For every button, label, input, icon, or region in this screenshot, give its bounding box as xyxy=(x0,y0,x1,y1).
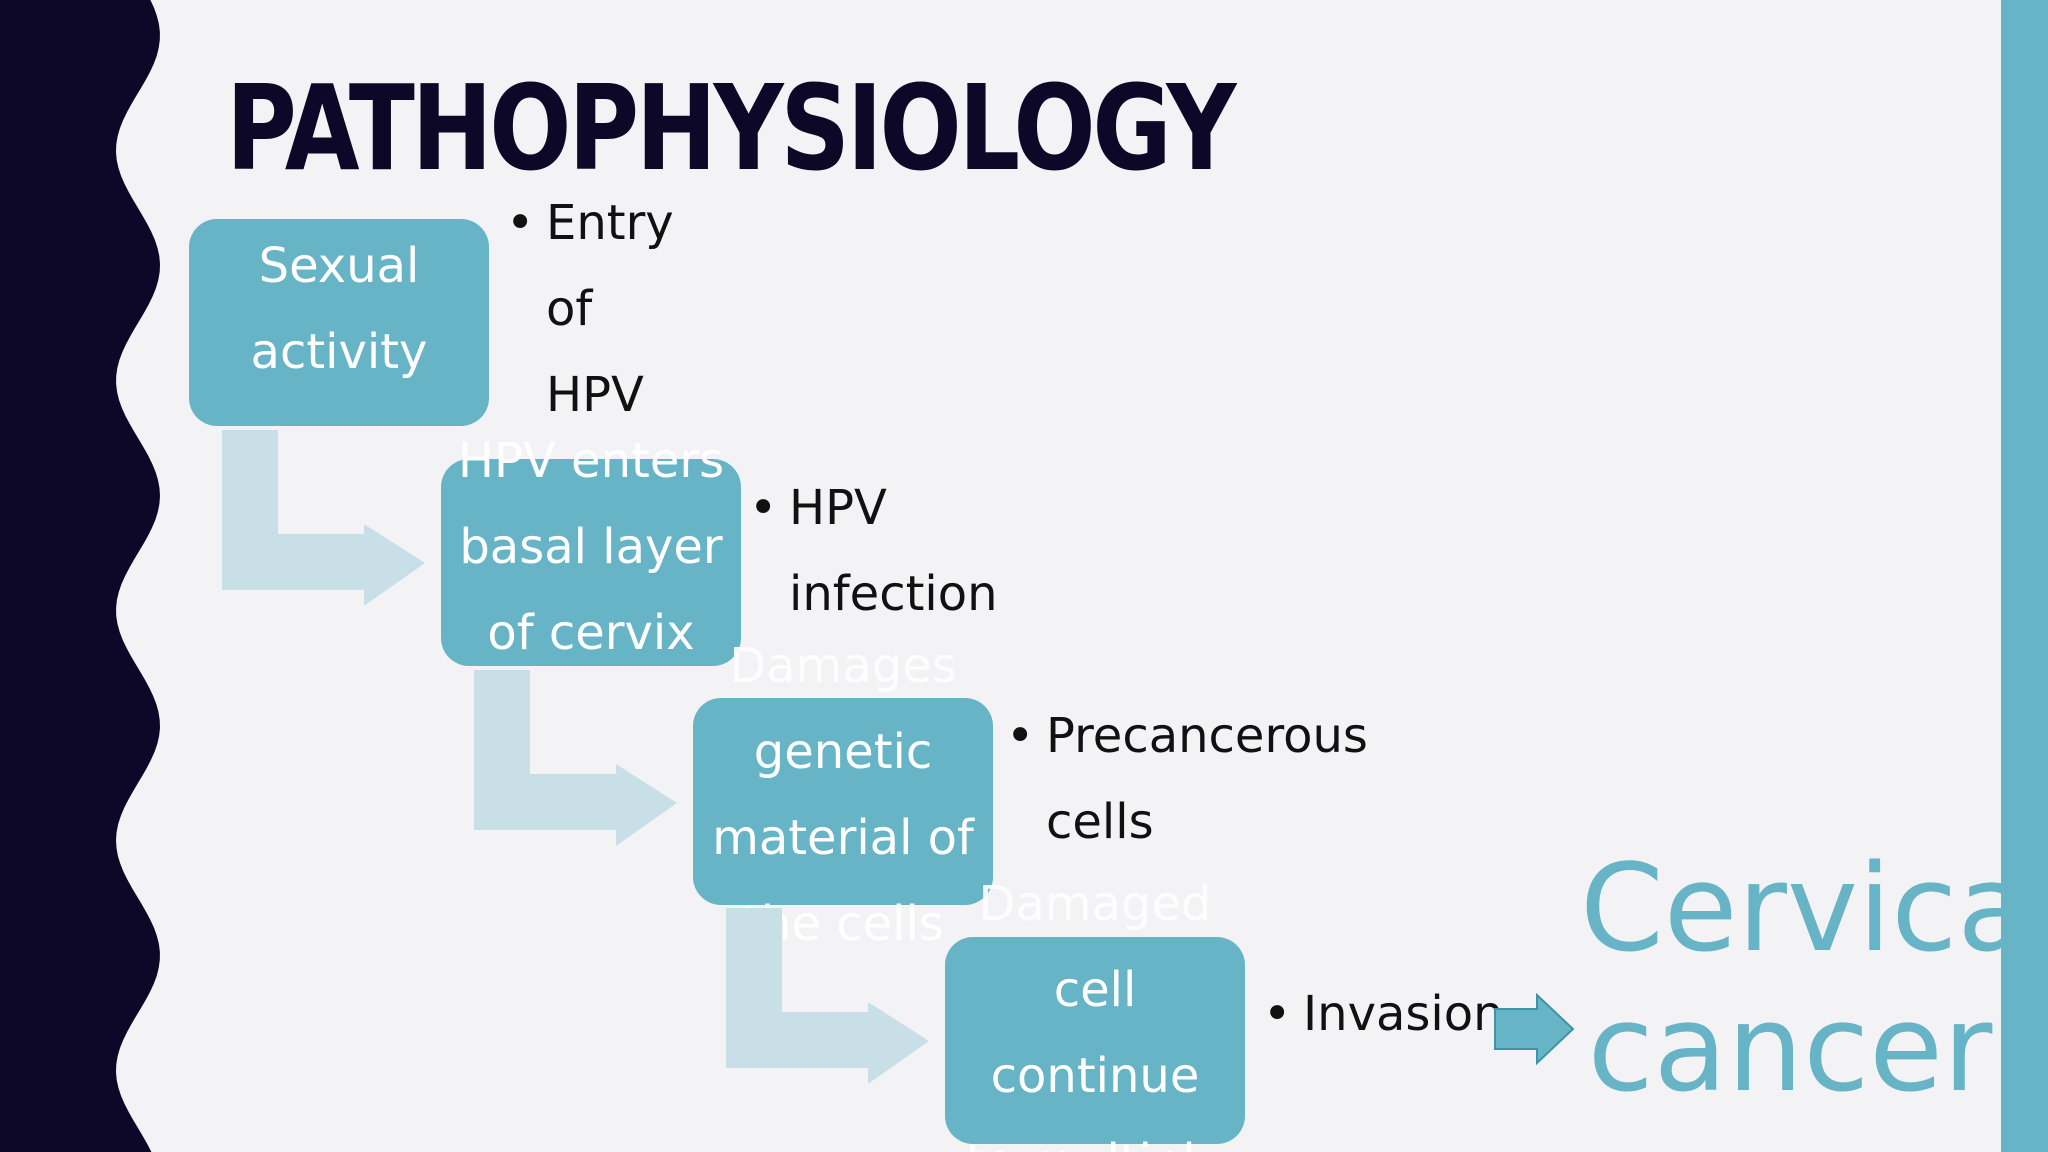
step-4-box: Damaged cell continue to multiply xyxy=(945,876,1245,1152)
step-4-line-4: to multiply xyxy=(945,1119,1245,1152)
step-3-line-2: genetic xyxy=(753,724,933,780)
left-band-shape xyxy=(0,0,160,1152)
left-wavy-band xyxy=(0,0,160,1152)
step-2-line-3: of cervix xyxy=(487,605,695,661)
step-4-line-3: continue xyxy=(990,1048,1200,1104)
step-1-box: Sexual activity xyxy=(189,219,489,426)
step-4-bullet-text: Invasion xyxy=(1303,971,1504,1057)
step-1-bullet-line-2: of xyxy=(546,281,593,337)
outcome-line-2: cancer xyxy=(1587,980,1993,1119)
connector-arrow-3-shape xyxy=(726,908,929,1084)
right-accent-band xyxy=(2001,0,2048,1152)
step-3-bullet-line-1: Precancerous xyxy=(1046,708,1368,764)
page-title: PATHOPHYSIOLOGY xyxy=(226,59,1236,197)
connector-arrow-1 xyxy=(222,430,425,606)
connector-arrow-1-shape xyxy=(222,430,425,606)
step-3-bullet-line-2: cells xyxy=(1046,794,1154,850)
step-2-bullet-text: HPV infection xyxy=(789,465,998,637)
step-2-line-2: basal layer xyxy=(459,519,723,575)
step-1-bullet-line-1: Entry xyxy=(546,195,674,251)
bullet-dot: • xyxy=(1006,708,1035,764)
step-4-bullet-line-1: Invasion xyxy=(1303,986,1504,1042)
bullet-dot: • xyxy=(506,195,535,251)
step-2-box: HPV enters basal layer of cervix xyxy=(441,433,741,666)
step-3-line-1: Damages xyxy=(729,638,957,694)
step-4-line-1: Damaged xyxy=(978,876,1212,932)
connector-arrow-2-shape xyxy=(474,670,677,846)
connector-arrow-2 xyxy=(474,670,677,846)
step-1-bullet-text: Entry of HPV xyxy=(546,180,674,438)
step-1-line-2: activity xyxy=(250,324,428,380)
bullet-dot: • xyxy=(749,480,778,536)
step-1-bullet-line-3: HPV xyxy=(546,367,644,423)
step-3-bullet-text: Precancerous cells xyxy=(1046,693,1368,865)
step-4-line-2: cell xyxy=(1053,962,1137,1018)
step-3-box: Damages genetic material of the cells xyxy=(693,638,993,952)
step-3-line-3: material of xyxy=(712,810,974,866)
outcome-line-1: Cervical xyxy=(1580,840,2048,979)
step-2-bullet-line-1: HPV xyxy=(789,480,887,536)
step-1-line-1: Sexual xyxy=(258,238,420,294)
bullet-dot: • xyxy=(1263,986,1292,1042)
step-2-bullet-line-2: infection xyxy=(789,566,998,622)
invasion-arrow xyxy=(1494,993,1575,1065)
invasion-arrow-shape xyxy=(1494,993,1575,1065)
connector-arrow-3 xyxy=(726,908,929,1084)
step-2-line-1: HPV enters xyxy=(457,433,725,489)
outcome-text: Cervical cancer xyxy=(1580,840,2048,1120)
